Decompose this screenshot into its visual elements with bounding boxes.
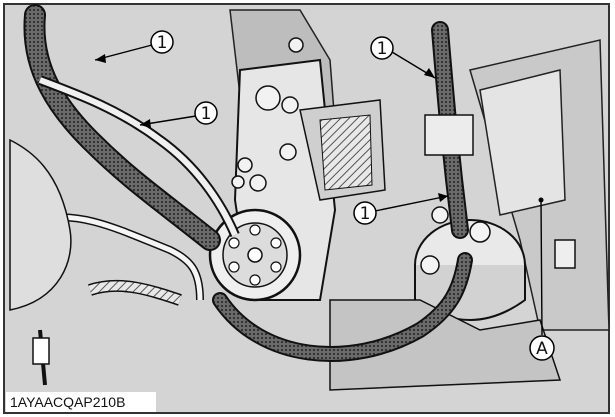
figure-id-background bbox=[6, 392, 156, 412]
hose-lower bbox=[214, 254, 471, 360]
figure-id-label: 1AYAACQAP210B bbox=[10, 394, 125, 410]
bracket-ribs bbox=[319, 114, 373, 191]
callout-1c: 1 bbox=[370, 36, 394, 60]
corrugated-tube bbox=[88, 281, 182, 305]
svg-text:1: 1 bbox=[201, 104, 212, 124]
connector bbox=[32, 337, 50, 365]
callout-1d: 1 bbox=[353, 201, 377, 225]
wire-harness-fill bbox=[39, 214, 203, 301]
leader-arrowheads bbox=[95, 54, 544, 203]
callout-1b: 1 bbox=[194, 101, 218, 125]
svg-text:1: 1 bbox=[157, 33, 168, 53]
bracket-bolts bbox=[231, 37, 304, 192]
svg-text:1: 1 bbox=[360, 204, 371, 224]
callout-A: A bbox=[529, 335, 555, 361]
floor-plate bbox=[329, 299, 562, 391]
hose-clamp-block bbox=[424, 114, 474, 156]
hose-left bbox=[25, 6, 219, 249]
callout-1a: 1 bbox=[150, 30, 174, 54]
svg-text:A: A bbox=[536, 339, 548, 359]
svg-text:1: 1 bbox=[377, 39, 388, 59]
condenser-housing bbox=[479, 69, 566, 216]
compressor-pulley bbox=[208, 208, 302, 302]
ac-pipe bbox=[38, 77, 238, 237]
left-component bbox=[9, 138, 72, 311]
